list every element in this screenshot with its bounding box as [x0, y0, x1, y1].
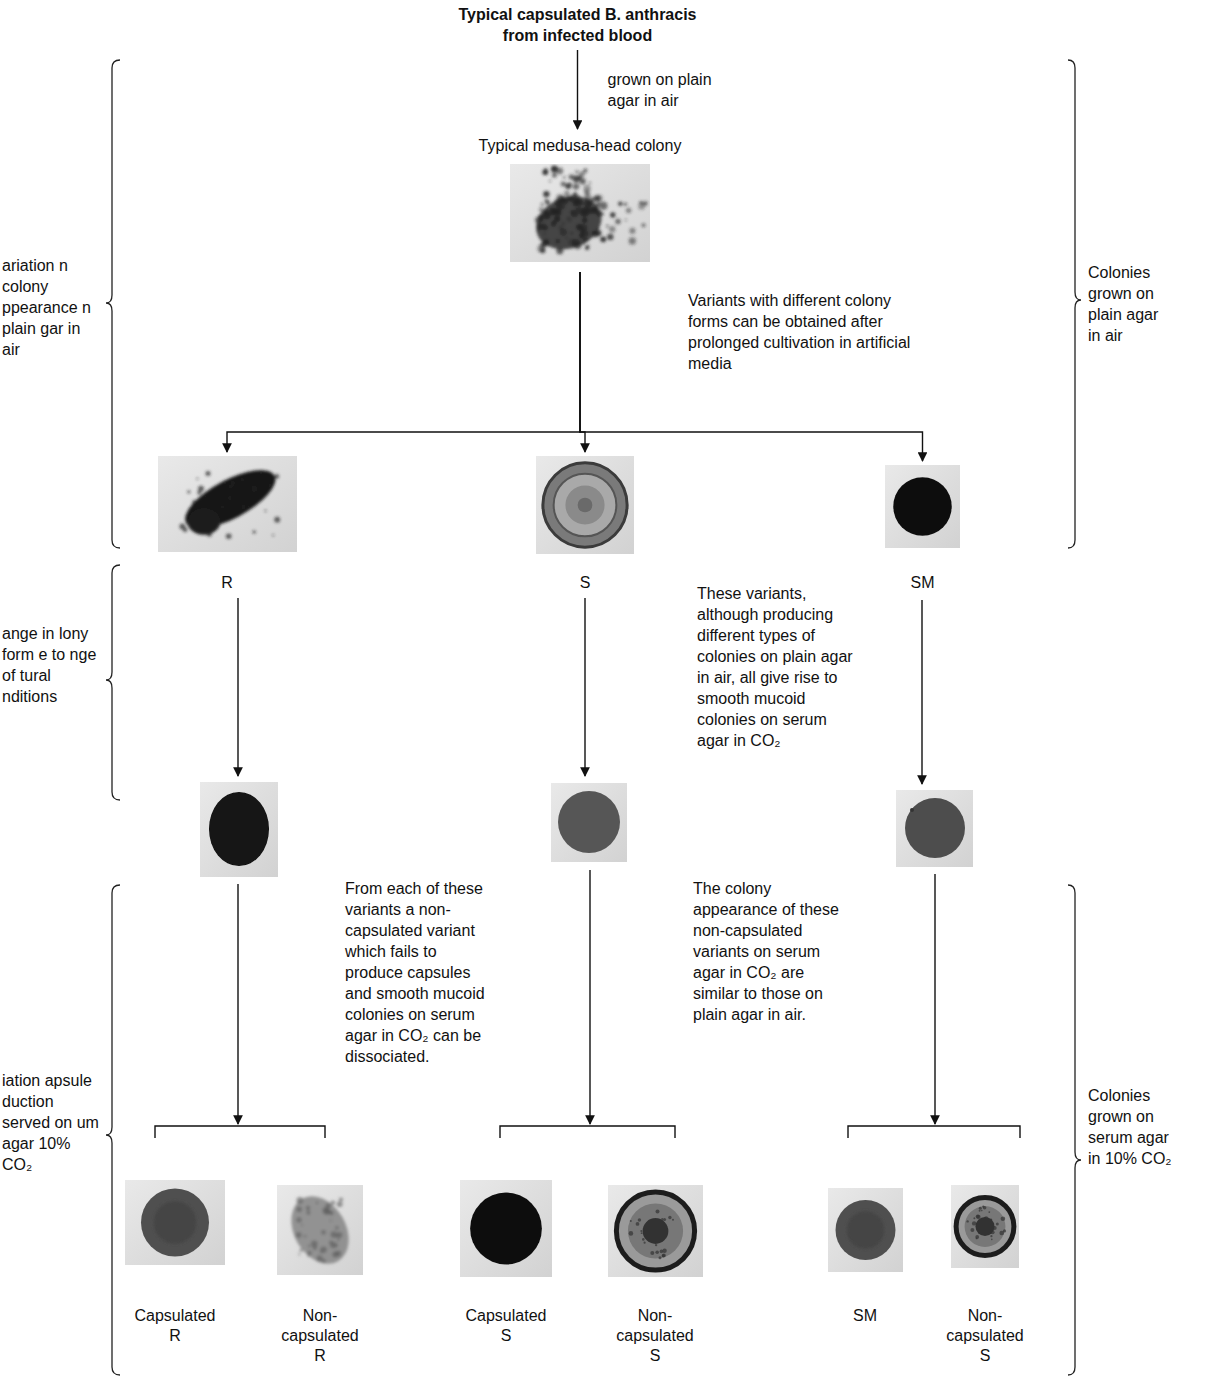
right-brace [1068, 60, 1081, 548]
colony-node: Non-capsulated R [265, 1185, 375, 1366]
left-brace [106, 885, 120, 1375]
colony-label: Non-capsulated S [941, 1306, 1029, 1366]
colony-label: Non-capsulated R [276, 1306, 364, 1366]
colony-photo [277, 1185, 363, 1275]
colony-node: S [535, 456, 635, 593]
brace-label: Colonies grown on plain agar in air [1088, 262, 1172, 346]
split-bracket [155, 1126, 325, 1138]
colony-node: Capsulated S [451, 1180, 561, 1346]
colony-label: Capsulated S [462, 1306, 550, 1346]
colony-label: SM [860, 572, 985, 593]
colony-label: R [157, 572, 297, 593]
colony-label: S [535, 572, 635, 593]
colony-photo [200, 782, 278, 877]
colony-node: Capsulated R [120, 1180, 230, 1346]
colony-photo [536, 456, 634, 554]
arrow [921, 600, 922, 784]
split-bracket [848, 1126, 1020, 1138]
brace-label: iation apsule duction served on um agar … [2, 1070, 102, 1175]
colony-photo [828, 1188, 903, 1272]
colony-photo [885, 465, 960, 548]
note-text: The colony appearance of these non-capsu… [693, 878, 845, 1025]
colony-photo [608, 1185, 703, 1277]
colony-node: Non-capsulated S [600, 1185, 710, 1366]
brace-label: ange in lony form e to nge of tural ndit… [2, 623, 100, 707]
arrow [584, 598, 585, 776]
flow-arrow [580, 272, 585, 452]
colony-photo [951, 1185, 1019, 1268]
arrow [237, 598, 238, 776]
left-brace [106, 60, 120, 548]
colony-label: Capsulated R [131, 1306, 219, 1346]
colony-node: SM [810, 1188, 920, 1326]
note-text: Variants with different colony forms can… [688, 290, 933, 374]
colony-photo [551, 783, 627, 862]
colony-photo [158, 456, 297, 552]
colony-photo [510, 164, 650, 262]
brace-label: Colonies grown on serum agar in 10% CO₂ [1088, 1085, 1172, 1169]
colony-photo [125, 1180, 225, 1265]
note-text: From each of these variants a non-capsul… [345, 878, 497, 1067]
colony-node: Typical medusa-head colony [460, 135, 700, 262]
arrow-label: grown on plain agar in air [608, 69, 748, 111]
colony-node: Non-capsulated S [930, 1185, 1040, 1366]
colony-label: SM [821, 1306, 909, 1326]
right-brace [1068, 885, 1081, 1375]
colony-node: SM [860, 465, 985, 593]
split-bracket [500, 1126, 675, 1138]
flow-arrow [227, 272, 580, 452]
colony-node: R [157, 456, 297, 593]
brace-label: ariation n colony ppearance n plain gar … [2, 255, 102, 360]
left-brace [106, 565, 120, 800]
colony-label: Non-capsulated S [611, 1306, 699, 1366]
flow-arrow [577, 50, 578, 129]
colony-photo [896, 790, 973, 867]
arrow [934, 874, 935, 1124]
arrow [237, 884, 238, 1124]
colony-photo [460, 1180, 552, 1277]
arrow [589, 870, 590, 1124]
colony-heading: Typical medusa-head colony [460, 135, 700, 156]
source-label: Typical capsulated B. anthracis from inf… [450, 4, 705, 46]
source-text-node: Typical capsulated B. anthracis from inf… [450, 4, 705, 46]
note-text: These variants, although producing diffe… [697, 583, 862, 751]
